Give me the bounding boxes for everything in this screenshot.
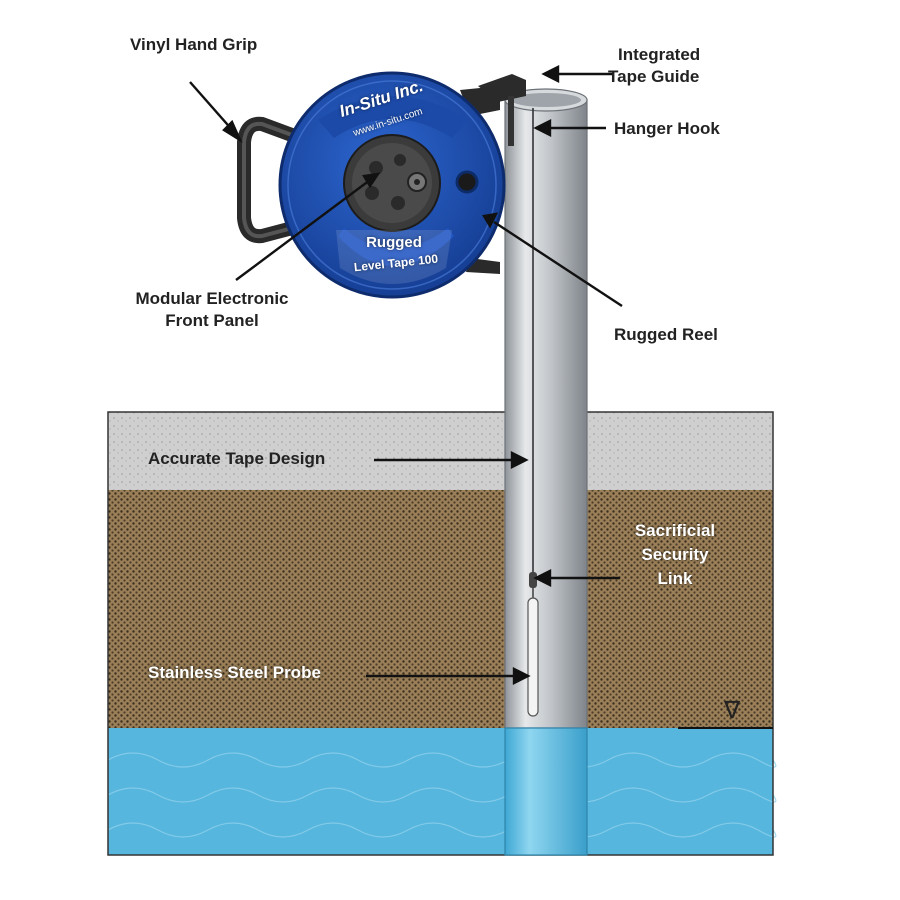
soil-layer — [108, 490, 773, 728]
gravel-layer — [108, 412, 773, 490]
label-sacrificial: Sacrificial — [634, 521, 716, 540]
well-pipe — [504, 99, 588, 729]
security-link — [529, 572, 537, 588]
label-vinyl-hand-grip: Vinyl Hand Grip — [130, 35, 258, 54]
label-modular-electronic: Modular Electronic — [135, 289, 289, 308]
label-security: Security — [641, 545, 709, 564]
well-pipe-submerged — [504, 727, 588, 856]
label-tape-guide: Tape Guide — [608, 67, 700, 86]
probe-body — [527, 597, 539, 717]
hanger-hook — [508, 96, 514, 146]
model-badge — [338, 228, 454, 266]
label-hanger-hook: Hanger Hook — [614, 119, 720, 138]
reel-model-line1: Rugged — [366, 234, 422, 251]
water-waves — [107, 752, 777, 838]
ground-border — [107, 411, 774, 856]
water-layer — [108, 728, 773, 855]
label-rugged-reel: Rugged Reel — [614, 325, 718, 344]
label-front-panel: Front Panel — [165, 311, 259, 330]
leader-lines — [189, 65, 623, 685]
label-link: Link — [657, 569, 693, 588]
reel-knob — [455, 170, 479, 194]
label-integrated: Integrated — [618, 45, 701, 64]
label-accurate-tape-design: Accurate Tape Design — [148, 449, 326, 468]
label-stainless-steel-probe: Stainless Steel Probe — [148, 663, 321, 682]
water-level-symbol: ∇ — [724, 697, 741, 724]
